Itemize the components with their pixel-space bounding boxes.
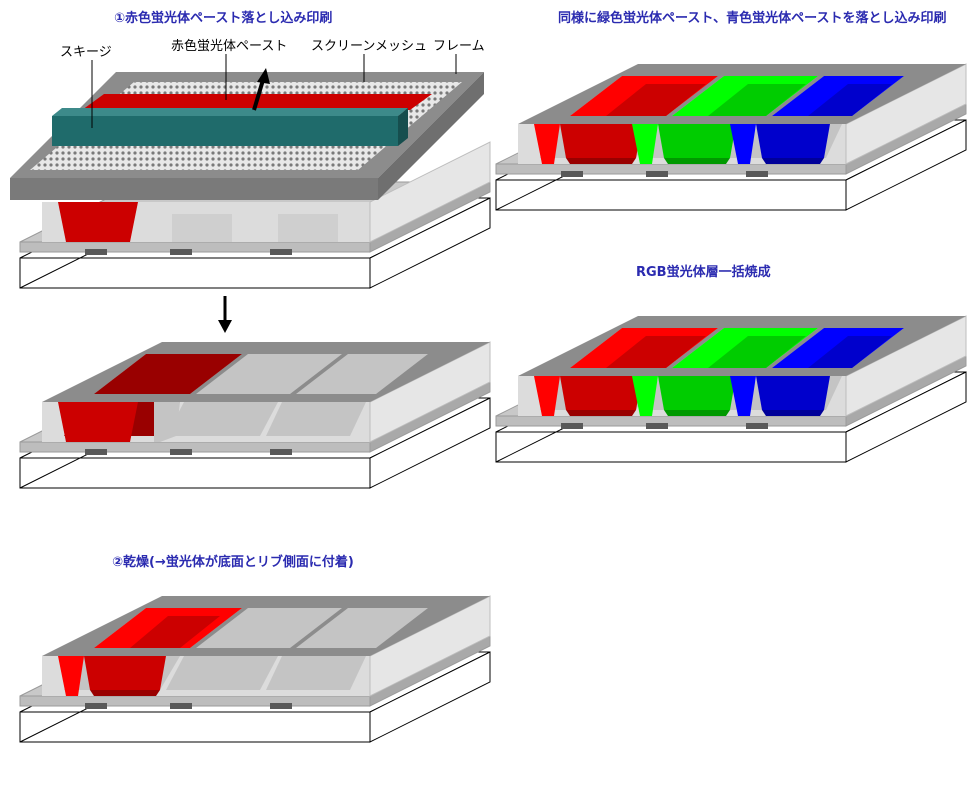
squeegee-label: スキージ (60, 45, 112, 60)
step1-title: ①赤色蛍光体ペースト落とし込み印刷 (114, 10, 332, 26)
frame-label: フレーム (433, 39, 485, 54)
process-down-arrow-icon (218, 296, 232, 333)
step4-title: RGB蛍光体層一括焼成 (636, 264, 771, 280)
step1-panel (19, 141, 491, 289)
step2-panel (19, 595, 491, 743)
step4-panel (495, 315, 967, 463)
step3-panel (495, 63, 967, 211)
step3-title: 同様に緑色蛍光体ペースト、青色蛍光体ペーストを落とし込み印刷 (558, 10, 946, 26)
red-paste-label: 赤色蛍光体ペースト (171, 38, 287, 54)
step2-title: ②乾燥(→蛍光体が底面とリブ側面に付着) (112, 554, 354, 570)
squeegee-direction-arrow-icon (252, 68, 270, 111)
step1-result-panel (19, 341, 491, 489)
red-cell-filled (58, 202, 138, 242)
squeegee (52, 108, 408, 146)
screen-mesh-label: スクリーンメッシュ (311, 39, 427, 54)
